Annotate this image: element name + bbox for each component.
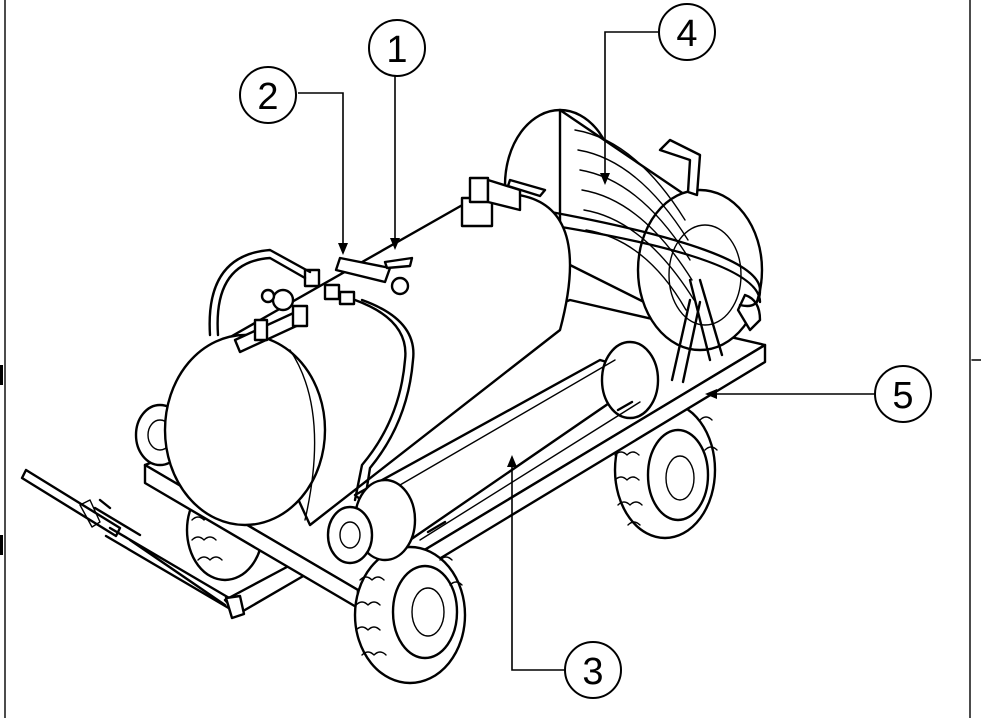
valve-manifold: [233, 256, 414, 354]
callout-3: 3: [564, 641, 622, 699]
hoses: [208, 248, 415, 502]
callout-5: 5: [874, 365, 932, 423]
callout-3-label: 3: [582, 651, 603, 693]
tank-top-fitting: [460, 176, 547, 228]
hose-reel: [503, 108, 764, 384]
callout-2: 2: [239, 66, 297, 124]
main-tank: [163, 192, 572, 527]
front-wheel: [353, 545, 467, 685]
callout-2-label: 2: [257, 76, 278, 118]
callout-1-label: 1: [386, 29, 407, 71]
callout-5-label: 5: [892, 375, 913, 417]
filter-cylinder: [326, 340, 660, 565]
leader-lines: [298, 31, 875, 671]
callout-1: 1: [368, 19, 426, 77]
callout-4: 4: [658, 3, 716, 61]
leader-2: [298, 92, 344, 250]
callout-4-label: 4: [676, 13, 697, 55]
leader-3: [511, 462, 565, 671]
leader-4: [604, 31, 658, 178]
